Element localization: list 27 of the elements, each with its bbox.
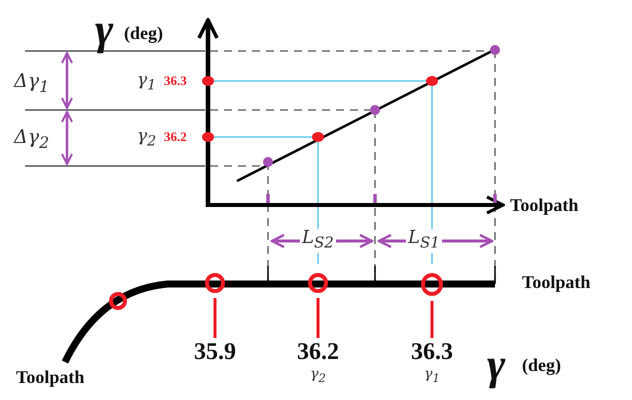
value-label: 36.2: [296, 340, 340, 364]
dimension-label: Δγ$_{2}$: [14, 128, 50, 151]
dimension-label: Δγ$_{1}$: [14, 72, 50, 95]
value-label: 36.3: [410, 340, 454, 364]
dimension-label: L$_{S1}$: [406, 229, 442, 253]
toolpath-label: Toolpath: [16, 368, 84, 386]
axis-title: γ: [487, 343, 506, 387]
value-label: 36.3: [164, 74, 187, 87]
marker-circle: [205, 273, 225, 293]
symbol-label: γ$_{2}$: [309, 367, 327, 384]
axis-unit: (deg): [124, 24, 163, 42]
axis-unit: (deg): [522, 356, 561, 374]
value-label: γ$_{2}$: [137, 128, 156, 149]
dimension-label: L$_{S2}$: [300, 229, 336, 253]
leader-line: [430, 301, 434, 338]
leader-line: [316, 298, 320, 338]
toolpath-label: Toolpath: [522, 273, 590, 291]
marker-circle: [308, 273, 328, 293]
marker-circle: [421, 273, 443, 296]
marker-circle: [109, 292, 127, 310]
value-label: 36.2: [164, 130, 187, 143]
leader-line: [214, 298, 216, 338]
axis-label: Toolpath: [510, 196, 578, 214]
value-label: 35.9: [193, 340, 237, 364]
symbol-label: γ$_{1}$: [423, 367, 441, 384]
axis-title: γ: [95, 8, 114, 52]
value-label: γ$_{1}$: [137, 72, 156, 93]
